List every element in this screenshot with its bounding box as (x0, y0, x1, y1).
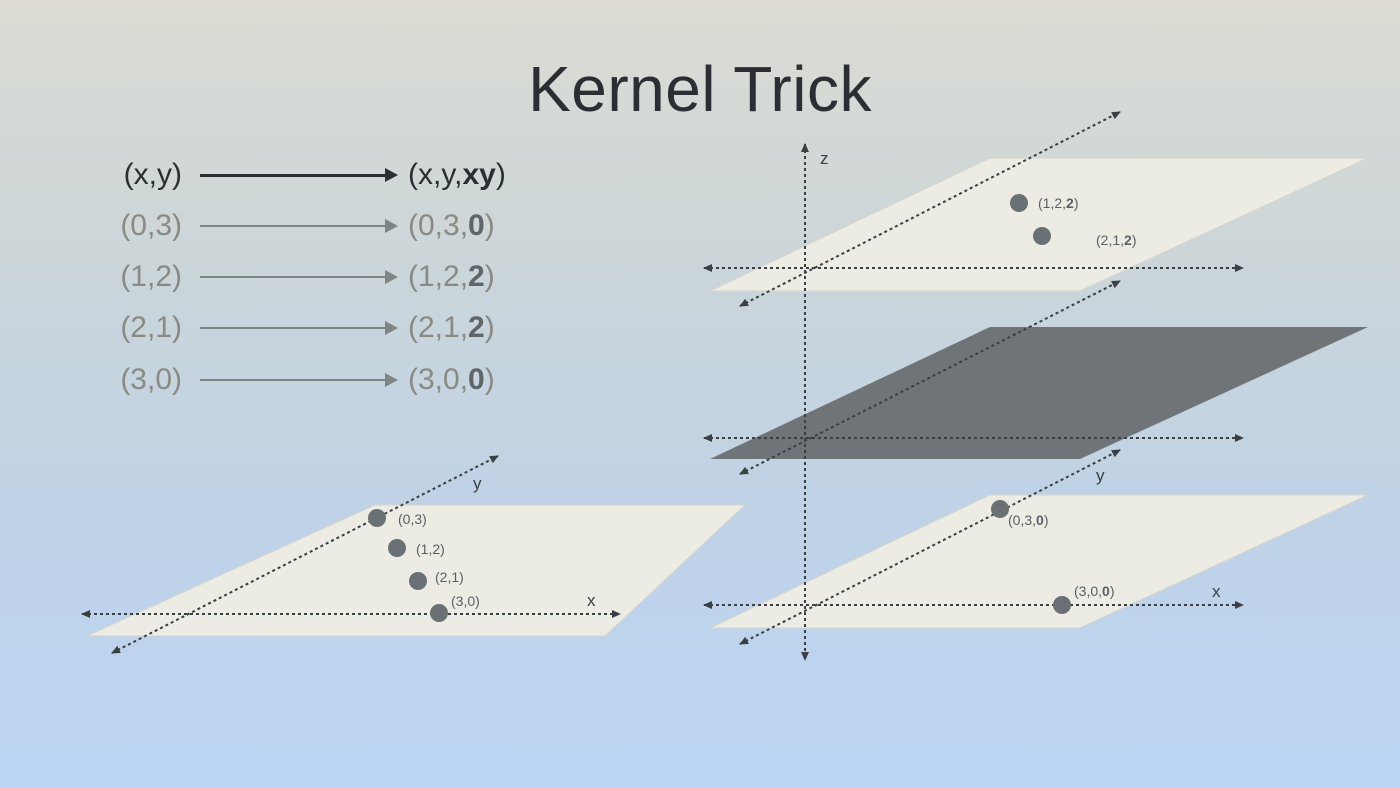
data-point (1033, 227, 1051, 245)
mapping-target: (x,y,xy) (408, 158, 506, 191)
mapping-row: (3,0) (3,0,0) (100, 360, 540, 400)
mapping-row: (2,1) (2,1,2) (100, 308, 540, 348)
point-label: (0,3) (398, 511, 427, 527)
data-point (1010, 194, 1028, 212)
mapping-source: (x,y) (123, 158, 182, 191)
mapping-target: (0,3,0) (408, 209, 495, 242)
y-axis (111, 455, 499, 654)
mapping-source: (2,1) (120, 311, 182, 344)
data-point (368, 509, 386, 527)
mapping-source: (0,3) (120, 209, 182, 242)
point-label: (0,3,0) (1008, 512, 1048, 528)
plot-2d: x y (0,3) (1,2) (2,1) (3,0) (81, 455, 747, 654)
y-axis (739, 449, 1121, 645)
point-label: (1,2,2) (1038, 195, 1078, 211)
y-axis-middle (739, 280, 1121, 475)
mapping-source: (3,0) (120, 363, 182, 396)
mapping-target: (3,0,0) (408, 363, 495, 396)
mapping-target: (1,2,2) (408, 260, 495, 293)
mapping-arrow (200, 168, 398, 182)
plot-3d: z y x (1,2,2) (2,1,2) (0,3,0) (3,0,0) (703, 111, 1369, 661)
point-label: (3,0,0) (1074, 583, 1114, 599)
mapping-arrow (200, 219, 398, 233)
mapping-header-row: (x,y) (x,y,xy) (100, 155, 540, 195)
x-axis-label: x (587, 591, 596, 610)
mapping-arrow (200, 373, 398, 387)
separating-plane (710, 327, 1368, 459)
mapping-row: (1,2) (1,2,2) (100, 257, 540, 297)
point-label: (2,1,2) (1096, 232, 1136, 248)
point-label: (1,2) (416, 541, 445, 557)
mapping-source: (1,2) (120, 260, 182, 293)
z-axis-label: z (820, 149, 829, 168)
data-point (991, 500, 1009, 518)
mapping-row: (0,3) (0,3,0) (100, 206, 540, 246)
mapping-arrow (200, 321, 398, 335)
data-point (430, 604, 448, 622)
mapping-target: (2,1,2) (408, 311, 495, 344)
upper-plane (709, 157, 1369, 292)
mapping-arrow (200, 270, 398, 284)
data-point (1053, 596, 1071, 614)
point-label: (3,0) (451, 593, 480, 609)
data-point (388, 539, 406, 557)
y-axis-upper (739, 111, 1121, 307)
data-point (409, 572, 427, 590)
x-axis-label: x (1212, 582, 1221, 601)
point-label: (2,1) (435, 569, 464, 585)
y-axis-label: y (473, 474, 482, 493)
y-axis-label: y (1096, 466, 1105, 485)
